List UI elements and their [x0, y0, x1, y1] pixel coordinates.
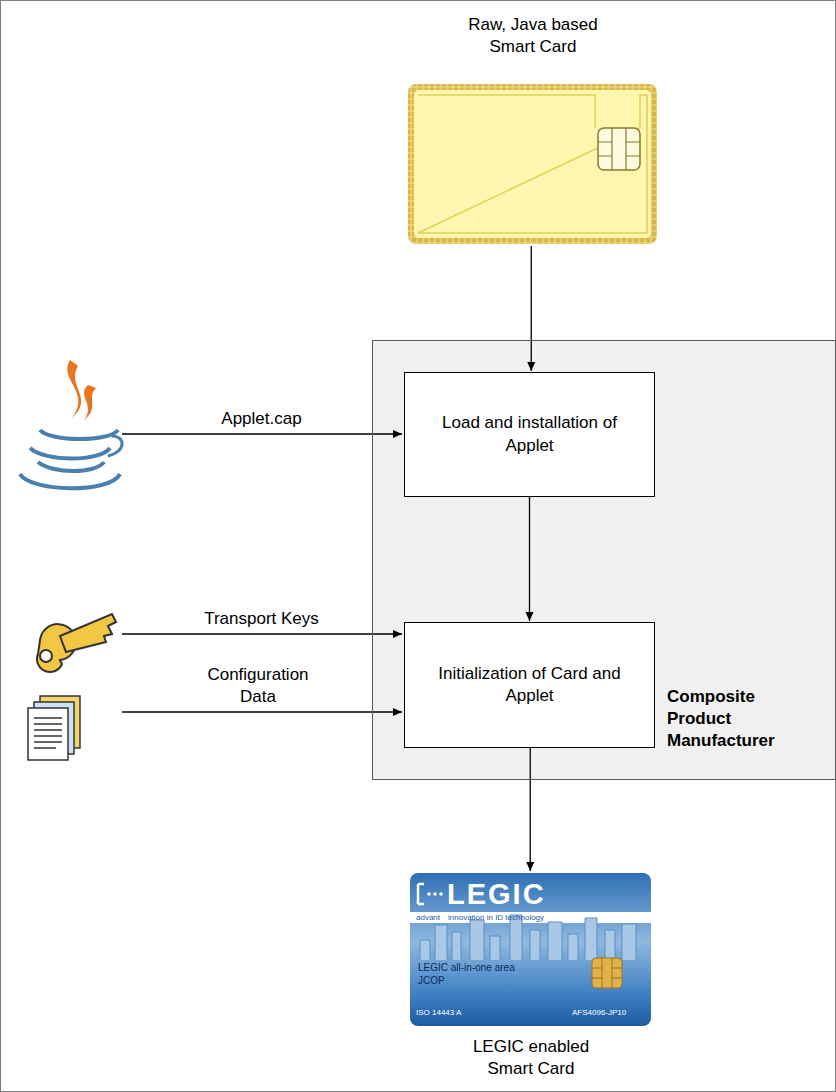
card-print: AFS4096-JP10 [572, 1008, 626, 1018]
input-label: Applet.cap [120, 408, 403, 430]
card-node: Raw, Java based Smart Card [400, 8, 666, 246]
flow-arrow [531, 246, 532, 371]
process-box: Load and installation of Applet [404, 372, 655, 497]
card-print: innovation in ID technology [448, 913, 544, 923]
node-text: Load and installation of Applet [419, 412, 640, 456]
node-text: Raw, Java based Smart Card [458, 14, 608, 58]
manufacturer-region: Composite Product Manufacturer Load and i… [372, 340, 836, 780]
input-label: Configuration Data [198, 664, 318, 708]
java-icon [20, 360, 122, 488]
input-arrow [122, 433, 402, 434]
raw-card-illustration [408, 84, 657, 244]
card-print: JCOP [418, 975, 445, 987]
input-arrow [122, 711, 402, 712]
region-title: Composite Product Manufacturer [667, 686, 792, 752]
input-label: Transport Keys [120, 608, 403, 630]
legic-card-illustration [410, 873, 651, 1026]
card-print: LEGIC all-in-one area [418, 962, 515, 974]
card-print: ISO 14443 A [416, 1008, 461, 1018]
node-text: LEGIC enabled Smart Card [456, 1036, 606, 1080]
card-print: advant [416, 913, 440, 923]
region-fill [372, 340, 836, 780]
card-logo: LEGIC [447, 876, 546, 914]
input-arrow [122, 633, 402, 634]
node-text: Initialization of Card and Applet [419, 663, 640, 707]
key-icon [37, 614, 116, 672]
process-box: Initialization of Card and Applet [404, 622, 655, 748]
documents-icon [28, 696, 80, 760]
flow-arrow [530, 748, 531, 871]
flow-arrow [529, 497, 530, 621]
